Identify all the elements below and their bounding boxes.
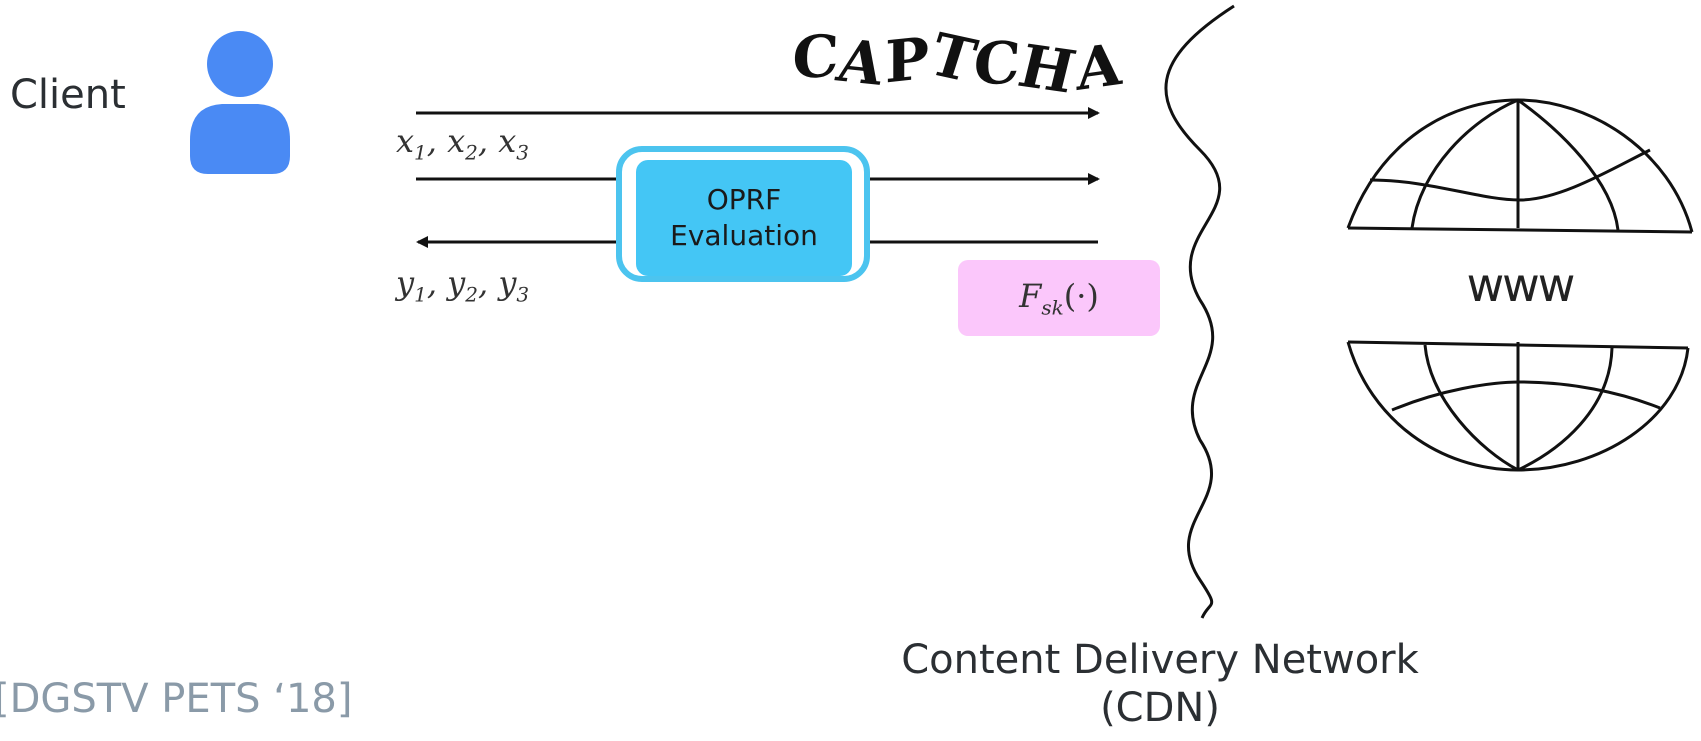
prf-label: Fsk(·) — [1019, 276, 1099, 320]
oprf-subtitle: Evaluation — [670, 219, 818, 252]
captcha-image: CAPTCHA — [791, 20, 1124, 107]
cdn-label-line1: Content Delivery Network — [901, 637, 1419, 683]
inputs-label: x1, x2, x3 — [396, 122, 530, 165]
www-label: www — [1466, 258, 1576, 312]
cdn-label: Content Delivery Network (CDN) — [900, 636, 1420, 732]
prf-function-box: Fsk(·) — [958, 260, 1160, 336]
client-label: Client — [10, 72, 126, 118]
oprf-title: OPRF — [706, 183, 782, 216]
oprf-evaluation-box: OPRF Evaluation — [636, 160, 852, 276]
globe-icon — [1346, 98, 1694, 472]
citation: [DGSTV PETS ‘18] — [0, 676, 353, 722]
outputs-label: y1, y2, y3 — [396, 264, 530, 307]
person-icon — [190, 31, 290, 174]
cdn-boundary — [1164, 4, 1235, 619]
cdn-label-line2: (CDN) — [1100, 685, 1220, 731]
